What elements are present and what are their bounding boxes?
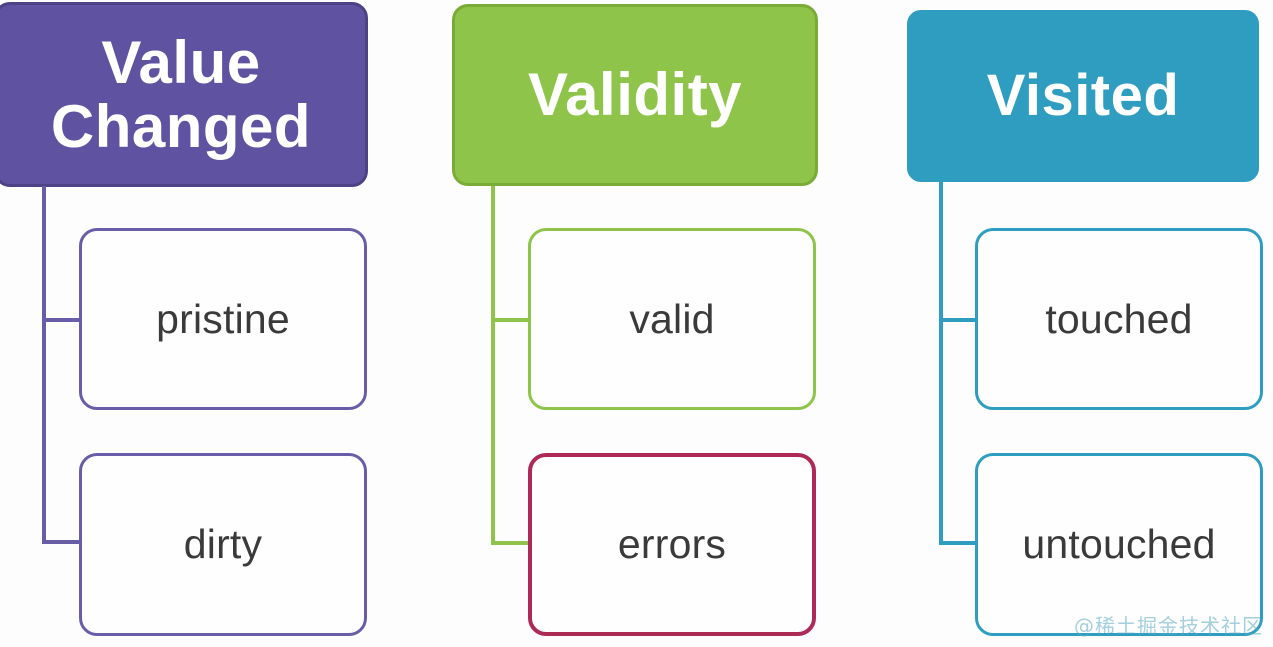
header-label-value-changed: Value Changed (51, 31, 311, 158)
child-label-valid: valid (629, 295, 715, 342)
child-label-touched: touched (1045, 295, 1193, 342)
child-label-dirty: dirty (183, 521, 263, 567)
child-box-valid[interactable]: valid (528, 228, 816, 410)
child-box-untouched[interactable]: untouched (975, 453, 1263, 636)
connector-branch-untouched (939, 541, 979, 545)
header-label-line1: Value (101, 28, 261, 96)
child-label-errors: errors (617, 521, 727, 567)
header-box-visited[interactable]: Visited (907, 10, 1259, 182)
connector-trunk-validity (491, 186, 495, 545)
header-label-line2: Changed (50, 92, 312, 160)
connector-trunk-value-changed (42, 186, 46, 543)
child-box-touched[interactable]: touched (975, 228, 1263, 410)
connector-branch-touched (939, 318, 979, 322)
header-box-validity[interactable]: Validity (452, 4, 818, 186)
header-box-value-changed[interactable]: Value Changed (0, 2, 368, 187)
child-box-dirty[interactable]: dirty (79, 453, 367, 636)
connector-branch-dirty (42, 540, 82, 544)
child-box-errors[interactable]: errors (528, 453, 816, 636)
connector-branch-errors (491, 541, 531, 545)
connector-branch-pristine (42, 318, 82, 322)
child-label-untouched: untouched (1022, 521, 1216, 567)
connector-trunk-visited (939, 182, 943, 544)
header-label-visited: Visited (986, 63, 1180, 129)
connector-branch-valid (491, 318, 531, 322)
header-label-validity: Validity (527, 61, 743, 129)
child-label-pristine: pristine (156, 295, 290, 342)
child-box-pristine[interactable]: pristine (79, 228, 367, 410)
